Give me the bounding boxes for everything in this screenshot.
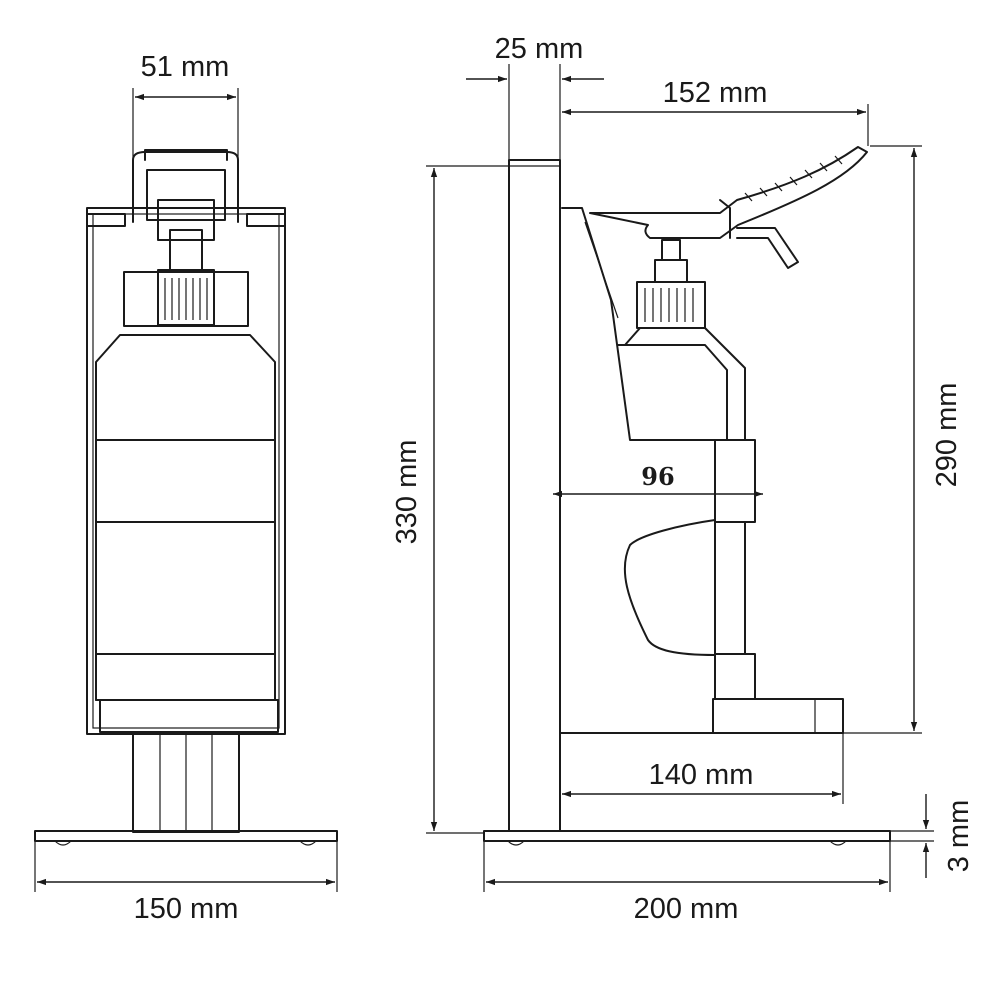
side-column bbox=[508, 159, 561, 832]
front-pole bbox=[132, 731, 240, 833]
side-bottle bbox=[617, 239, 756, 700]
dim-dispenser-height: 290 mm bbox=[843, 145, 963, 734]
side-view: 25 mm 152 mm 330 mm 290 mm 96 bbox=[391, 33, 975, 925]
label-200mm: 200 mm bbox=[634, 893, 739, 925]
side-lower-holder bbox=[623, 519, 716, 656]
label-96: 96 bbox=[641, 462, 674, 491]
front-pump-housing bbox=[123, 149, 249, 327]
side-base-plate bbox=[483, 830, 891, 842]
label-152mm: 152 mm bbox=[663, 77, 768, 109]
dim-lever-reach: 152 mm bbox=[562, 77, 869, 146]
dim-bottle-depth: 96 bbox=[553, 462, 763, 498]
dim-base-depth: 200 mm bbox=[483, 841, 891, 925]
front-bottle bbox=[95, 334, 279, 733]
dim-total-height: 330 mm bbox=[391, 165, 509, 834]
dim-pole-width: 25 mm bbox=[466, 33, 604, 160]
side-bottom-bracket bbox=[559, 698, 844, 734]
side-upper-bracket bbox=[561, 207, 716, 441]
front-backplate bbox=[86, 207, 286, 735]
label-25mm: 25 mm bbox=[495, 33, 584, 65]
dim-base-thickness: 3 mm bbox=[890, 794, 975, 878]
label-330mm: 330 mm bbox=[391, 440, 423, 545]
front-view: 51 mm 150 mm bbox=[34, 51, 338, 925]
label-140mm: 140 mm bbox=[649, 759, 754, 791]
label-3mm: 3 mm bbox=[943, 800, 975, 873]
dim-bracket-depth: 140 mm bbox=[562, 733, 844, 804]
label-290mm: 290 mm bbox=[931, 383, 963, 488]
label-150mm: 150 mm bbox=[134, 893, 239, 925]
dim-front-base-width: 150 mm bbox=[34, 841, 338, 925]
label-51mm: 51 mm bbox=[141, 51, 230, 83]
side-lever bbox=[589, 146, 868, 269]
dim-front-top-width: 51 mm bbox=[132, 51, 239, 158]
